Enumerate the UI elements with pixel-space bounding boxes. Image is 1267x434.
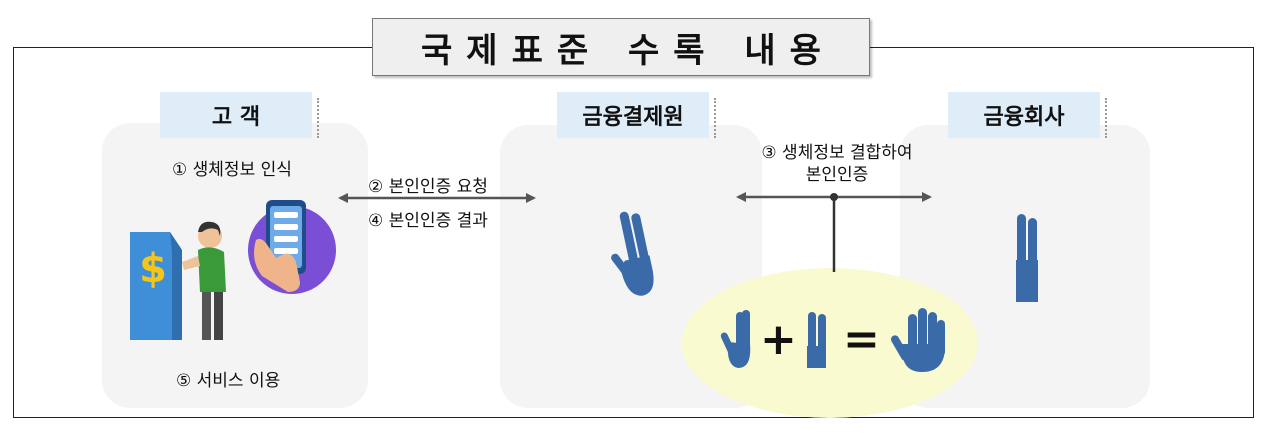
partial-hand-icon-ftc xyxy=(611,211,654,296)
partial-hand-icon-right xyxy=(807,312,826,368)
step4-label: ④ 본인인증 결과 xyxy=(368,211,488,231)
partial-hand-icon-left xyxy=(720,310,751,368)
equals-operator: = xyxy=(843,314,880,365)
full-hand-icon xyxy=(891,308,946,372)
ftc-header: 금융결제원 xyxy=(557,92,716,138)
step5-label: ⑤ 서비스 이용 xyxy=(176,371,281,391)
smartphone-hand-icon xyxy=(248,200,336,294)
financial-company-header: 금융회사 xyxy=(948,92,1107,138)
title-box: 국제표준 수록 내용 xyxy=(372,18,870,76)
person-icon xyxy=(182,221,226,340)
svg-text:$: $ xyxy=(139,246,167,292)
step3-label: ③ 생체정보 결합하여 본인인증 xyxy=(761,143,913,185)
step1-label: ① 생체정보 인식 xyxy=(172,160,292,180)
partial-hand-icon-fin xyxy=(1016,214,1038,302)
step2-label: ② 본인인증 요청 xyxy=(368,177,488,197)
plus-operator: + xyxy=(760,314,797,365)
atm-dollar-icon: $ xyxy=(130,232,182,340)
page-title: 국제표준 수록 내용 xyxy=(421,30,835,71)
customer-header: 고 객 xyxy=(160,92,319,138)
